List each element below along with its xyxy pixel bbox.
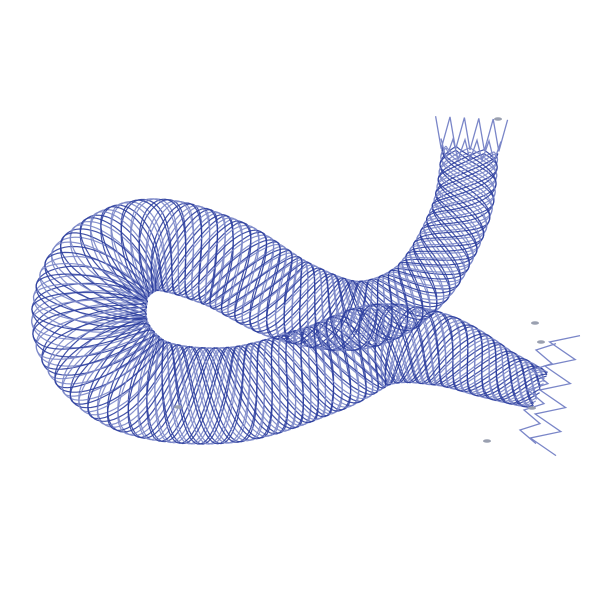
stent-top-crown (434, 116, 509, 152)
stent-wire-strand (31, 147, 544, 442)
radiopaque-marker (483, 439, 491, 443)
radiopaque-marker (174, 405, 182, 409)
stent-wire-strand (51, 151, 538, 445)
stent-right-crown (528, 334, 581, 457)
stent-wire-strand (39, 153, 545, 445)
radiopaque-marker (494, 117, 502, 121)
stent-wire-strand (31, 149, 547, 443)
stent-mesh (31, 145, 549, 445)
stent-end-markers (174, 117, 545, 443)
stent-wire-strand (32, 145, 540, 440)
stent-wire-strand (51, 147, 538, 445)
stent-top-crown-inner (440, 136, 502, 164)
radiopaque-marker (528, 406, 536, 410)
radiopaque-marker (537, 340, 545, 344)
stent-wire-strand (35, 153, 548, 445)
stent-flared-ends (434, 116, 581, 457)
radiopaque-marker (531, 321, 539, 325)
stent-wire-strand (32, 151, 549, 444)
stent-right-crown-inner (518, 342, 557, 445)
stent-wire-strand (35, 145, 537, 441)
stent-wire-strand (54, 149, 534, 444)
stent-wire-strand (44, 153, 541, 445)
